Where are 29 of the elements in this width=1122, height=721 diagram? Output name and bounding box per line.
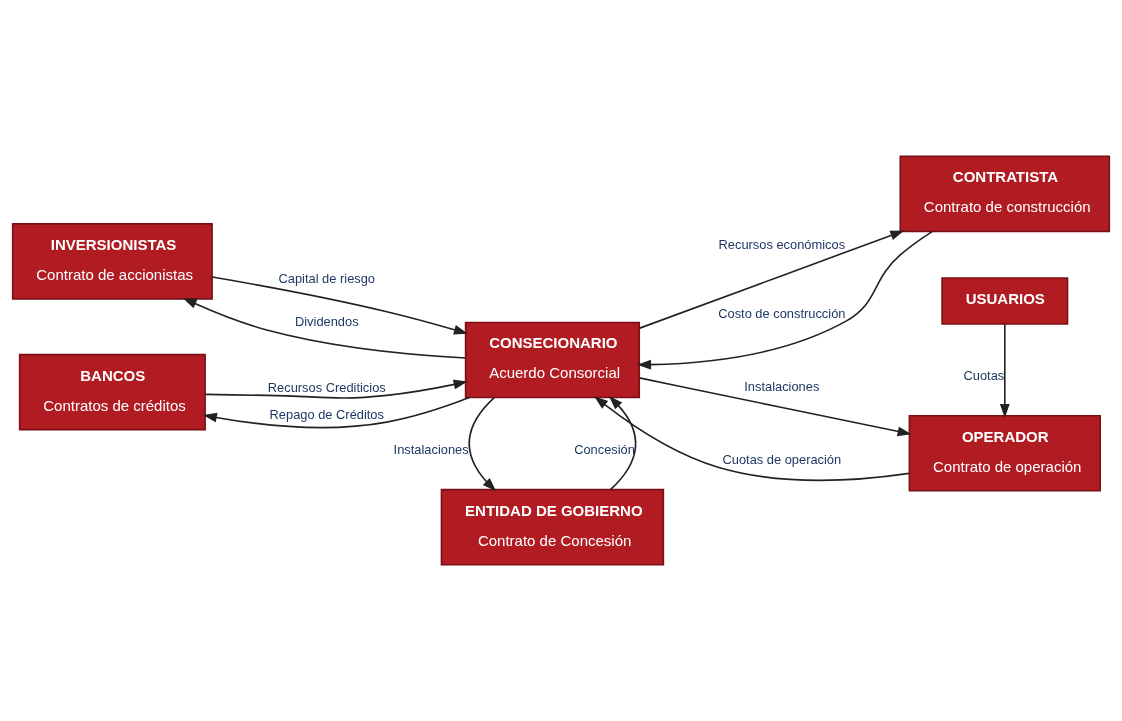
edge-label: Cuotas de operación [722, 451, 842, 467]
arrow [638, 230, 905, 329]
node-box: BANCOS Contratos de créditos [18, 353, 206, 431]
arrow [468, 396, 497, 492]
edge-label: Concesión [574, 441, 635, 457]
edge-label: Dividendos [294, 314, 359, 330]
edge-label: Instalaciones [744, 378, 820, 394]
arrow [637, 230, 934, 370]
node-box: INVERSIONISTAS Contrato de accionistas [11, 223, 213, 300]
edge-label: Repago de Créditos [269, 406, 384, 422]
arrow [204, 379, 468, 399]
arrow [594, 396, 910, 482]
arrow [202, 396, 471, 429]
arrow [211, 276, 468, 335]
edge-label: Cuotas [963, 368, 1005, 384]
edge-label: Recursos Crediticios [267, 379, 386, 395]
arrow [182, 298, 467, 359]
arrow [638, 377, 912, 437]
node-box: CONSECIONARIO Acuerdo Consorcial [464, 321, 641, 399]
node-box: ENTIDAD DE GOBIERNO Contrato de Concesión [440, 488, 665, 566]
arrow [608, 395, 637, 491]
edge-label: Recursos económicos [718, 237, 846, 253]
node-box: OPERADOR Contrato de operación [908, 414, 1101, 492]
edge-label: Costo de construcción [718, 305, 846, 321]
arrow [999, 323, 1010, 418]
edge-label: Instalaciones [393, 441, 469, 457]
edge-label: Capital de riesgo [278, 271, 376, 287]
node-box: CONTRATISTA Contrato de construcción [899, 155, 1111, 233]
node-box: USUARIOS [941, 277, 1069, 325]
